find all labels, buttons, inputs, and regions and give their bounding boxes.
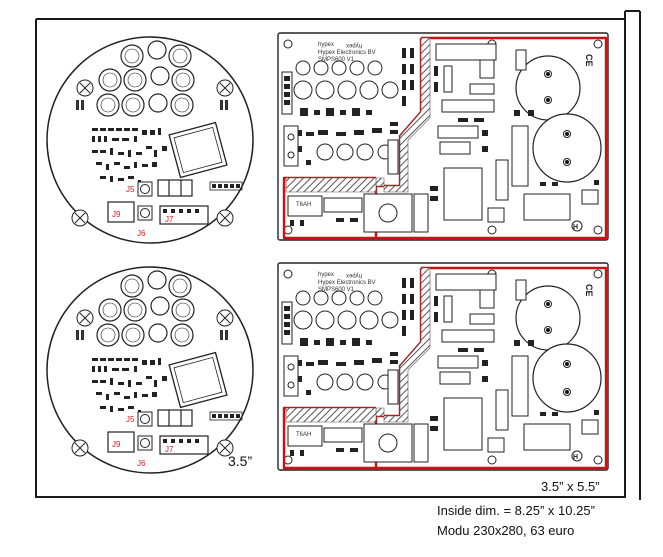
round-board-bottom	[46, 266, 254, 474]
connector-label-j7-bottom: J7	[165, 445, 174, 454]
inside-dimensions-label: Inside dim. = 8.25” x 10.25”	[437, 503, 595, 518]
brand-text-top: hypex	[318, 42, 334, 48]
fuse-label-bottom: T6AH	[296, 432, 311, 438]
rect-board-bottom	[276, 261, 610, 472]
connector-label-j7-top: J7	[165, 215, 174, 224]
round-board-size-label: 3.5”	[228, 453, 253, 469]
model-text-bottom: SMPS600 V1	[318, 287, 355, 293]
enclosure-note-label: Modu 230x280, 63 euro	[437, 523, 575, 538]
rect-board-size-label: 3.5” x 5.5”	[541, 479, 600, 494]
connector-label-j5-bottom: J5	[126, 415, 135, 424]
connector-label-j9-bottom: J9	[112, 440, 121, 449]
connector-label-j9-top: J9	[112, 210, 121, 219]
connector-label-j5-top: J5	[126, 185, 135, 194]
rect-board-top	[276, 31, 610, 242]
enclosure-outline	[35, 10, 641, 500]
round-board-top	[46, 36, 254, 244]
brand-line-top: Hypex Electronics BV	[318, 50, 376, 56]
brand-line-bottom: Hypex Electronics BV	[318, 280, 376, 286]
model-text-top: SMPS600 V1	[318, 57, 355, 63]
brand-text-bottom: hypex	[318, 272, 334, 278]
fuse-label-top: T6AH	[296, 202, 311, 208]
connector-label-j6-bottom: J6	[137, 459, 146, 468]
connector-label-j6-top: J6	[137, 229, 146, 238]
